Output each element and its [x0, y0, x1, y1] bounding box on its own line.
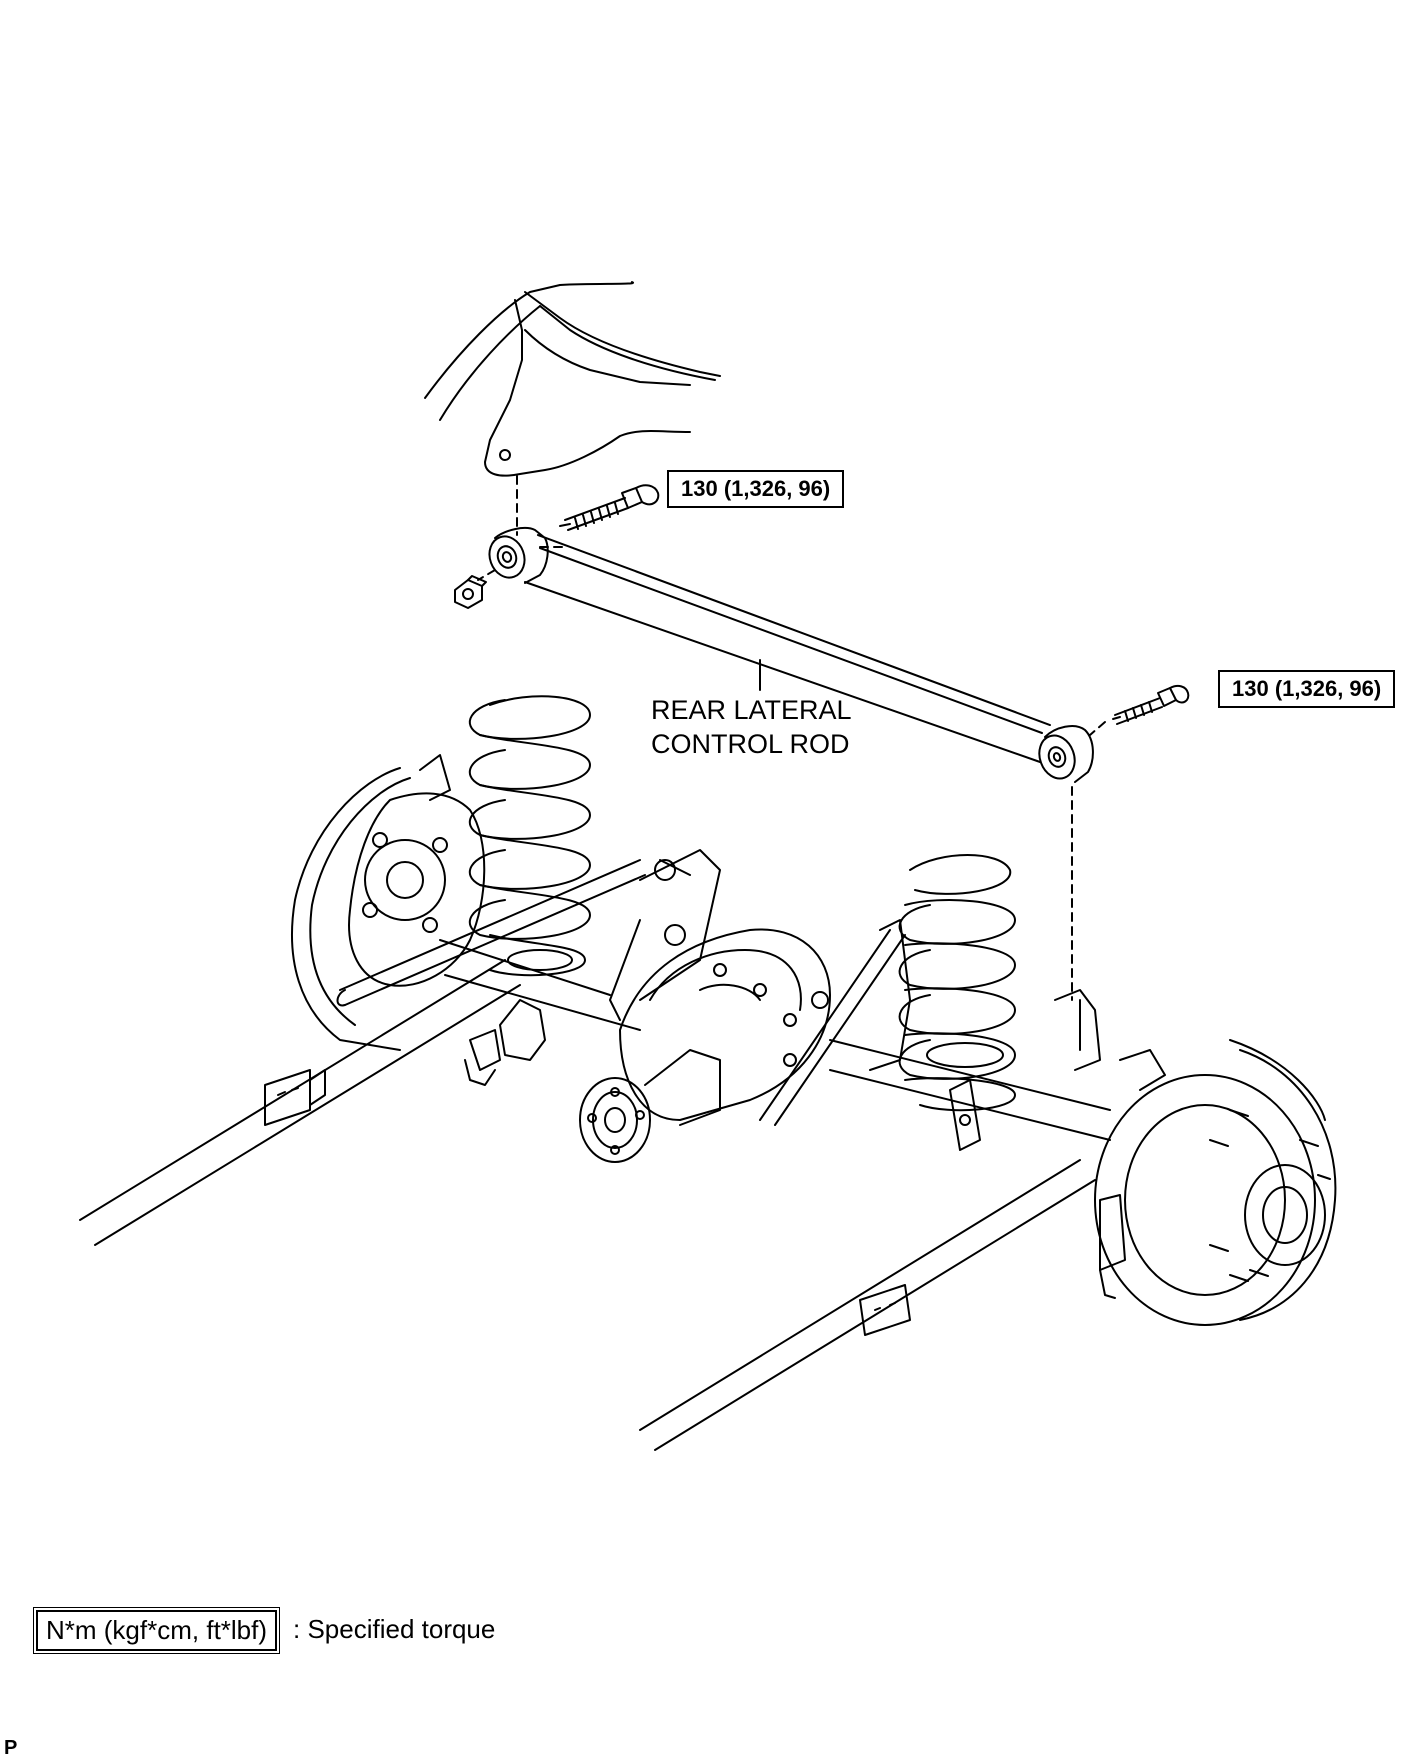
part-label-line2: CONTROL ROD [651, 729, 850, 759]
frame-bracket [424, 281, 721, 477]
left-frame-rail [79, 959, 521, 1246]
right-brake-drum [1094, 1039, 1337, 1326]
axle-right-side [829, 919, 1111, 1151]
left-coil-spring [468, 695, 591, 977]
torque-callout-right: 130 (1,326, 96) [1218, 670, 1396, 708]
bolt-top [559, 484, 660, 531]
left-lower-arm [336, 859, 646, 1007]
differential [579, 928, 831, 1163]
part-label-line1: REAR LATERAL [651, 695, 852, 725]
right-frame-rail [639, 1159, 1096, 1451]
bolt-right [1112, 684, 1190, 725]
legend-unit-box: N*m (kgf*cm, ft*lbf) [32, 1607, 281, 1654]
left-backing-plate [291, 754, 486, 1051]
guide-lines [477, 475, 1106, 1001]
axle-left-side [439, 849, 721, 1086]
torque-callout-top: 130 (1,326, 96) [667, 470, 845, 508]
nut [454, 575, 487, 609]
part-label-rear-lateral-control-rod: REAR LATERAL CONTROL ROD [651, 693, 852, 761]
corner-mark: P [4, 1737, 18, 1759]
rear-lateral-control-rod [488, 527, 1094, 783]
legend-description: : Specified torque [293, 1614, 496, 1644]
right-lower-arm [759, 929, 906, 1126]
